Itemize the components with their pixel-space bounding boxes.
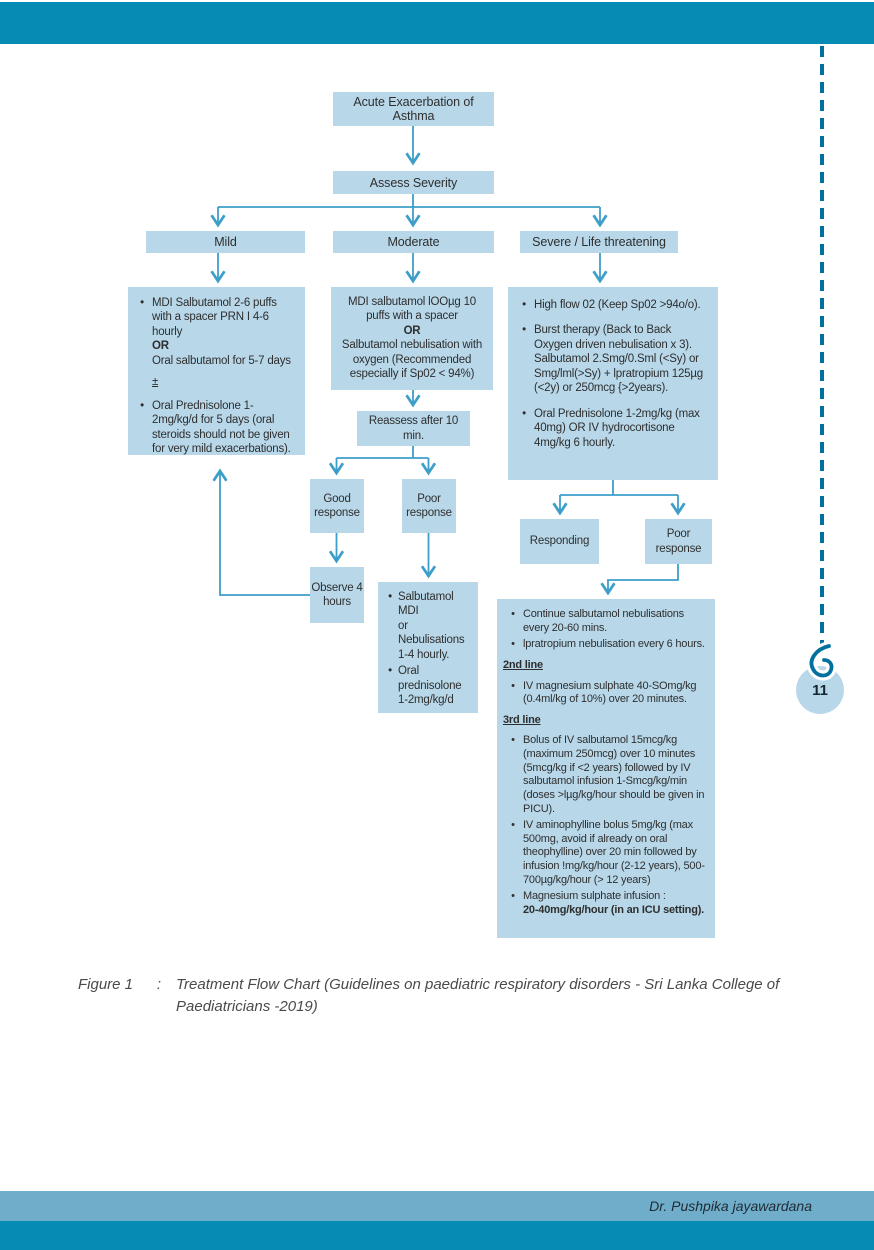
bullet-icon: • <box>511 638 515 651</box>
mild-bullet-1-text: MDI Salbutamol 2-6 puffs with a spacer P… <box>152 296 299 368</box>
mdi-line: 1-4 hourly. <box>398 648 450 661</box>
mdi-bullet-1: • Salbutamol MDI or Nebulisations 1-4 ho… <box>382 590 474 662</box>
flow-box-title: Acute Exacerbation of Asthma <box>333 92 494 126</box>
good-response-label: Good response <box>314 492 360 519</box>
assess-severity-label: Assess Severity <box>369 175 458 190</box>
escalation-bullet-3-text: IV magnesium sulphate 40-SOmg/kg (0.4ml/… <box>523 679 697 706</box>
mild-bullet-1: • MDI Salbutamol 2-6 puffs with a spacer… <box>132 296 299 368</box>
poor-response-label: Poor response <box>655 528 702 555</box>
mdi-bullet-1-text: Salbutamol MDI or Nebulisations 1-4 hour… <box>398 590 474 662</box>
mild-bullet-2: • Oral Prednisolone 1-2mg/kg/d for 5 day… <box>132 399 299 457</box>
bullet-icon: • <box>388 665 392 678</box>
bullet-icon: • <box>522 299 526 311</box>
escalation-bullet-2-text: lpratropium nebulisation every 6 hours. <box>523 638 705 651</box>
mild-or-label: OR <box>152 340 169 353</box>
bullet-icon: • <box>511 679 515 692</box>
plus-minus-symbol: ± <box>152 376 159 389</box>
flow-box-escalation: • Continue salbutamol nebulisations ever… <box>497 599 715 938</box>
flow-box-assess-severity: Assess Severity <box>333 171 494 194</box>
flow-box-mild-treatment: • MDI Salbutamol 2-6 puffs with a spacer… <box>128 287 305 455</box>
moderate-or-label: OR <box>403 324 421 337</box>
bullet-icon: • <box>511 890 515 903</box>
mild-b1-line: MDI Salbutamol 2-6 puffs with a spacer P… <box>152 297 277 338</box>
mild-label: Mild <box>214 235 237 249</box>
severe-label: Severe / Life threatening <box>532 235 666 249</box>
escalation-bullet-6-text: Magnesium sulphate infusion : 20-40mg/kg… <box>523 890 707 917</box>
mdi-line: Salbutamol <box>398 591 454 603</box>
footer-author-bar: Dr. Pushpika jayawardana <box>0 1191 874 1221</box>
mild-b1-line2: Oral salbutamol for 5-7 days <box>152 354 291 367</box>
escalation-bullet-5-text: IV aminophylline bolus 5mg/kg (max 500mg… <box>523 819 705 886</box>
severe-bullet-1-text: High flow 02 (Keep Sp02 >94o/o). <box>534 299 701 311</box>
moderate-line-1: MDI salbutamol lOOµg 10 puffs with a spa… <box>348 296 476 323</box>
bullet-icon: • <box>511 819 515 832</box>
escalation-bullet-5: • IV aminophylline bolus 5mg/kg (max 500… <box>503 819 707 887</box>
flow-box-title-label: Acute Exacerbation of Asthma <box>353 95 474 123</box>
flow-box-good-response: Good response <box>310 479 364 533</box>
flow-box-salbutamol-mdi: • Salbutamol MDI or Nebulisations 1-4 ho… <box>378 582 478 713</box>
third-line-heading: 3rd line <box>503 713 541 726</box>
figure-caption-colon: : <box>156 976 162 993</box>
escalation-bullet-1: • Continue salbutamol nebulisations ever… <box>503 608 707 635</box>
moderate-label: Moderate <box>387 235 440 249</box>
mdi-bullet-2: • Oral prednisolone 1-2mg/kg/d <box>382 664 474 707</box>
figure-caption: Figure 1 : Treatment Flow Chart (Guideli… <box>78 974 800 1018</box>
moderate-line-2: Salbutamol nebulisation with oxygen (Rec… <box>341 339 483 381</box>
escalation-bullet-4-text: Bolus of IV salbutamol 15mcg/kg (maximum… <box>523 734 705 815</box>
flow-box-reassess: Reassess after 10 min. <box>357 411 470 446</box>
mdi-line: MDI <box>398 605 419 618</box>
bullet-icon: • <box>511 734 515 747</box>
flow-box-moderate: Moderate <box>333 231 494 253</box>
flow-box-poor-response-severe: Poor response <box>645 519 712 564</box>
mdi-line: Nebulisations <box>398 634 465 647</box>
page-number-badge: 11 <box>796 666 844 714</box>
magnesium-infusion-dose: 20-40mg/kg/hour (in an ICU setting). <box>523 903 705 916</box>
mdi-bullet-2-text: Oral prednisolone 1-2mg/kg/d <box>398 664 474 707</box>
magnesium-infusion-label: Magnesium sulphate infusion : <box>523 890 666 903</box>
severe-bullet-2-text: Burst therapy (Back to Back Oxygen drive… <box>534 324 703 395</box>
observe-label: Observe 4 hours <box>311 581 363 608</box>
second-line-heading: 2nd line <box>503 658 543 671</box>
page-number: 11 <box>812 681 828 699</box>
mdi-line: prednisolone <box>398 679 462 692</box>
severe-bullet-3: • Oral Prednisolone 1-2mg/kg (max 40mg) … <box>514 407 710 450</box>
severe-bullet-1: • High flow 02 (Keep Sp02 >94o/o). <box>514 298 710 312</box>
bullet-icon: • <box>140 399 144 412</box>
flow-box-responding: Responding <box>520 519 599 564</box>
flow-box-severe-treatment: • High flow 02 (Keep Sp02 >94o/o). • Bur… <box>508 287 718 480</box>
escalation-bullet-3: • IV magnesium sulphate 40-SOmg/kg (0.4m… <box>503 680 707 707</box>
mdi-line: 1-2mg/kg/d <box>398 694 454 707</box>
escalation-bullet-6: • Magnesium sulphate infusion : 20-40mg/… <box>503 890 707 917</box>
escalation-bullet-1-text: Continue salbutamol nebulisations every … <box>523 608 684 634</box>
bullet-icon: • <box>522 324 526 337</box>
severe-bullet-3-text: Oral Prednisolone 1-2mg/kg (max 40mg) OR… <box>534 407 700 449</box>
figure-caption-text: Treatment Flow Chart (Guidelines on paed… <box>176 976 780 1015</box>
bottom-accent-bar <box>0 1221 874 1250</box>
escalation-bullet-2: • lpratropium nebulisation every 6 hours… <box>503 638 707 652</box>
responding-label: Responding <box>529 535 590 548</box>
flow-box-severe: Severe / Life threatening <box>520 231 678 253</box>
bullet-icon: • <box>140 297 144 309</box>
mild-bullet-2-text: Oral Prednisolone 1-2mg/kg/d for 5 days … <box>152 399 291 456</box>
top-accent-bar <box>0 2 874 44</box>
flow-box-poor-response-moderate: Poor response <box>402 479 456 533</box>
bullet-icon: • <box>522 407 526 420</box>
flow-box-observe: Observe 4 hours <box>310 567 364 623</box>
mdi-line: or <box>398 619 408 632</box>
footer-author: Dr. Pushpika jayawardana <box>649 1198 812 1214</box>
flow-box-mild: Mild <box>146 231 305 253</box>
flow-box-moderate-treatment: MDI salbutamol lOOµg 10 puffs with a spa… <box>331 287 493 390</box>
figure-caption-label: Figure 1 <box>78 976 134 993</box>
mdi-line: Oral <box>398 665 419 678</box>
severe-bullet-2: • Burst therapy (Back to Back Oxygen dri… <box>514 323 710 395</box>
escalation-bullet-4: • Bolus of IV salbutamol 15mcg/kg (maxim… <box>503 734 707 816</box>
reassess-label: Reassess after 10 min. <box>368 415 459 442</box>
bullet-icon: • <box>388 591 392 603</box>
poor-response-label: Poor response <box>406 492 452 519</box>
bullet-icon: • <box>511 608 515 620</box>
